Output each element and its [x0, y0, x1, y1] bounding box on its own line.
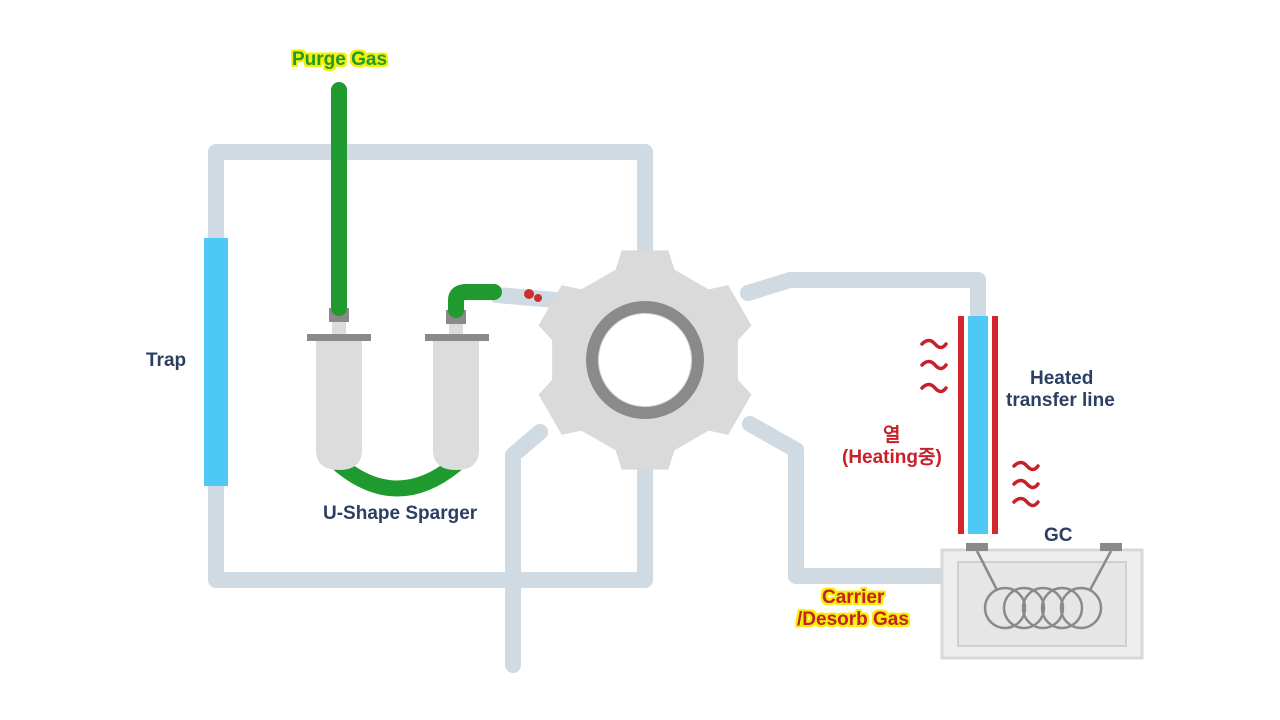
valve-rotor-ring	[586, 301, 704, 419]
heat-wave-icon	[1012, 460, 1040, 508]
carrier-gas-pipe	[742, 416, 948, 584]
heated-transfer-line-label-1: Heated	[1030, 368, 1094, 389]
sparger-right-flange	[425, 334, 489, 341]
gc-label: GC	[1044, 525, 1073, 546]
sparger-left-vessel	[316, 340, 362, 470]
purge-gas-label: Purge Gas	[292, 49, 388, 70]
transfer-line-pipe	[740, 272, 986, 326]
u-shape-sparger	[307, 308, 489, 497]
sparger-u-bend	[332, 457, 463, 497]
heat-label-2: (Heating중)	[842, 447, 942, 468]
sparger-left-flange	[307, 334, 371, 341]
sparger-label: U-Shape Sparger	[323, 503, 478, 524]
six-port-valve-icon	[538, 250, 752, 470]
sample-droplet-icon	[534, 294, 542, 302]
heat-wave-icon	[920, 338, 948, 394]
sparger-right-neck	[449, 324, 463, 334]
valve-rotor-center	[599, 314, 691, 406]
sample-droplet-icon	[524, 289, 534, 299]
gc-inlet-port	[966, 543, 988, 551]
gc-column-coil-icon	[975, 550, 1113, 630]
carrier-gas-label-1: Carrier	[822, 587, 885, 608]
heated-transfer-line	[958, 316, 998, 534]
heated-transfer-line-label-2: transfer line	[1006, 390, 1115, 411]
carrier-gas-label-2: /Desorb Gas	[797, 609, 909, 630]
gc-oven	[940, 543, 1144, 660]
sparger-outlet-green-line	[448, 284, 502, 318]
trap-label: Trap	[146, 350, 187, 371]
trap-tube	[204, 238, 228, 486]
heat-label-1: 열	[883, 425, 901, 446]
vent-pipe	[505, 424, 548, 673]
transfer-line-core	[968, 316, 988, 534]
sparger-right-vessel	[433, 340, 479, 470]
sparger-left-neck	[332, 322, 346, 334]
gc-detector-port	[1100, 543, 1122, 551]
